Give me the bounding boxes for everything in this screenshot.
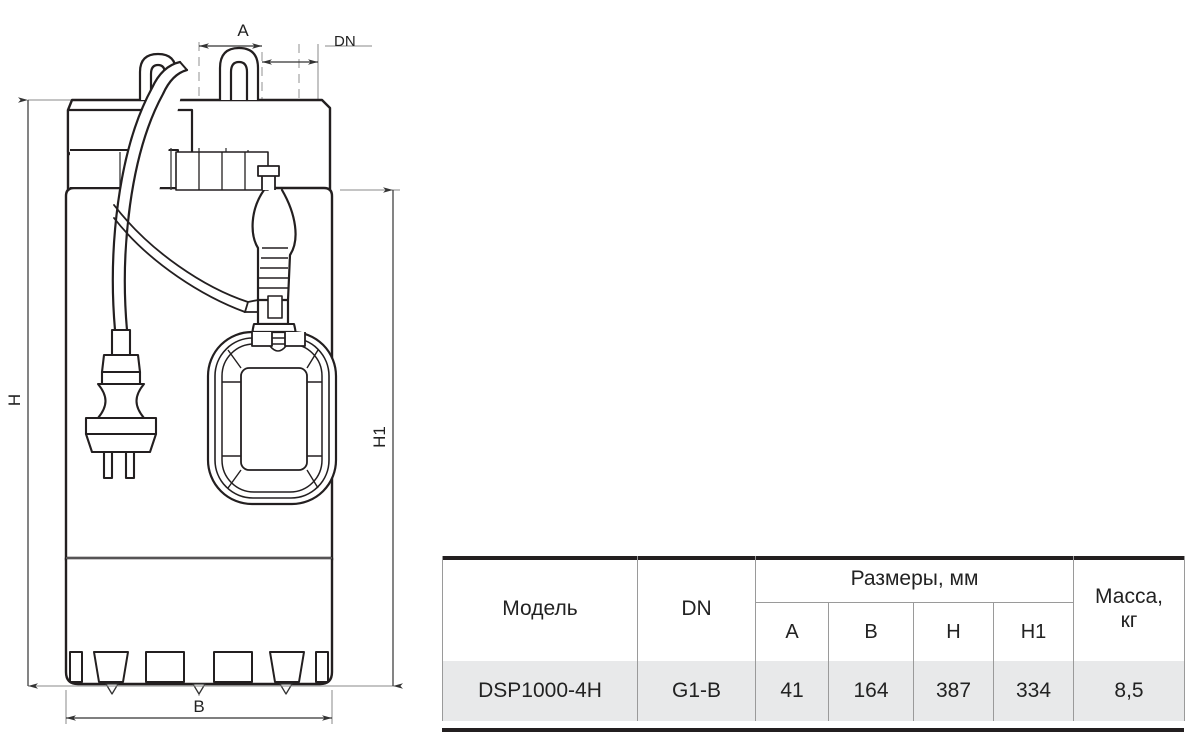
cell-mass: 8,5 (1073, 661, 1186, 721)
table-row: DSP1000-4H G1-B 41 164 387 334 8,5 (442, 661, 1186, 721)
table-header-row-1: Модель DN Размеры, мм Масса, кг (442, 556, 1186, 661)
dimension-line-B: B (66, 697, 332, 721)
header-dim-b: B (828, 602, 914, 661)
dimension-line-DN: DN (262, 33, 356, 65)
header-dim-a: A (755, 602, 829, 661)
upper-hose-connector (257, 165, 280, 190)
cell-dim-b: 164 (828, 661, 914, 721)
header-mass: Масса, кг (1073, 556, 1186, 661)
base-split-line (66, 557, 340, 687)
power-cable-lower-strain-relief (100, 328, 142, 374)
power-cable (111, 60, 189, 332)
table-rule-bottom (442, 728, 1184, 732)
base-intake-slots (69, 651, 329, 683)
header-mass-line2: кг (1120, 608, 1138, 632)
dimension-label-H1: H1 (370, 426, 389, 448)
cell-dim-h1: 334 (992, 661, 1075, 721)
cell-dn: G1-B (637, 661, 756, 721)
table-header-row-2: A B H H1 (443, 602, 1185, 661)
dimension-line-H: H (5, 97, 38, 689)
specifications-table: Модель DN Размеры, мм Масса, кг A B H H1… (442, 556, 1186, 721)
dimension-line-H1: H1 (370, 187, 403, 689)
header-dim-h: H (913, 602, 994, 661)
dimension-label-DN: DN (334, 33, 356, 50)
dimension-label-H: H (5, 394, 24, 406)
stem-ribs (259, 247, 288, 289)
mains-plug (84, 370, 158, 480)
header-model: Модель (442, 556, 638, 661)
header-dim-h1: H1 (992, 602, 1075, 661)
header-mass-line1: Масса, (1095, 584, 1163, 608)
cell-model: DSP1000-4H (442, 661, 638, 721)
float-switch-mount-tabs (251, 332, 306, 352)
cell-dim-h: 387 (913, 661, 994, 721)
header-dn: DN (637, 556, 756, 661)
dimension-line-A: A (199, 21, 262, 49)
pump-dimension-drawing: A DN H H1 B (0, 0, 430, 752)
dimension-label-B: B (193, 697, 204, 716)
drawing-canvas: A DN H H1 B (5, 21, 403, 724)
pump-ridge-band (175, 151, 269, 191)
pump-base (64, 556, 334, 686)
cell-dim-a: 41 (755, 661, 829, 721)
float-switch-inner-block (222, 349, 322, 489)
header-dimensions-group: Размеры, мм (754, 556, 1075, 603)
dimension-label-A: A (237, 21, 249, 40)
